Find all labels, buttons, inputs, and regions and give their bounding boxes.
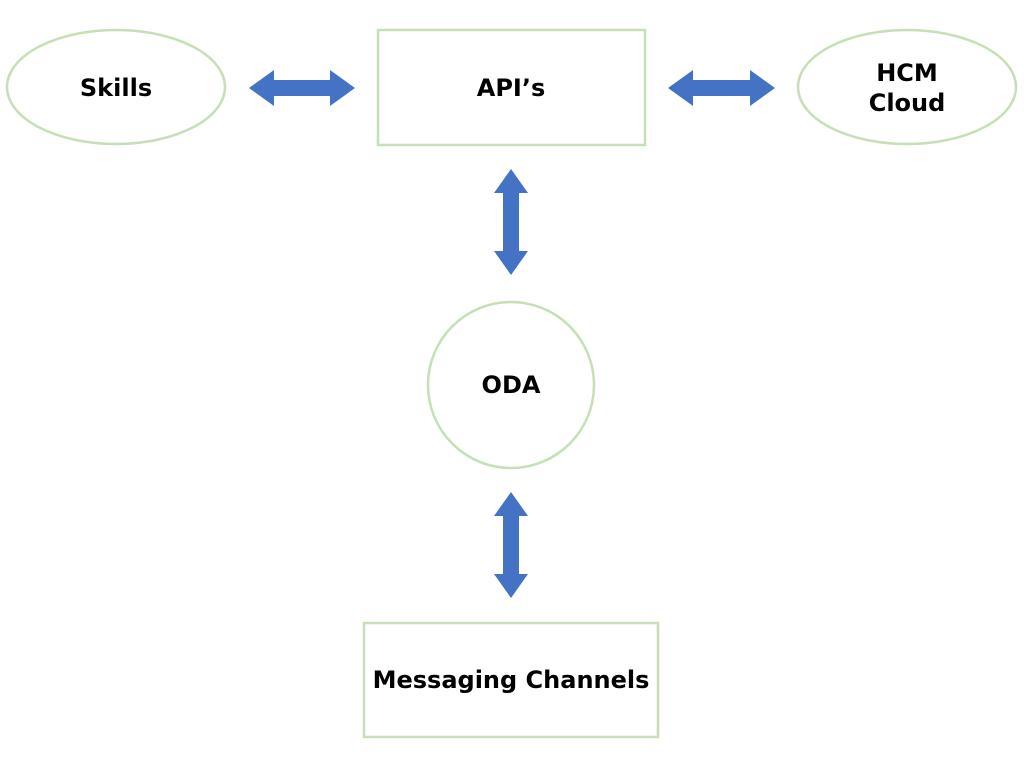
oda-node: ODA bbox=[426, 300, 596, 470]
oda-circle bbox=[426, 300, 596, 470]
hcm-cloud-ellipse bbox=[796, 28, 1018, 146]
double-headed-arrow-icon bbox=[668, 70, 775, 106]
skills-ellipse bbox=[5, 28, 227, 146]
skills-label: Skills bbox=[80, 74, 152, 102]
apis-node: API’s bbox=[376, 28, 647, 147]
double-headed-arrow-icon bbox=[249, 70, 355, 106]
double-headed-arrow-icon bbox=[494, 169, 528, 275]
oda-label: ODA bbox=[482, 371, 541, 399]
hcm-cloud-label-line1: HCM bbox=[876, 59, 938, 87]
hcm-cloud-node: HCM Cloud bbox=[796, 28, 1018, 146]
hcm-cloud-label-line2: Cloud bbox=[869, 89, 946, 117]
apis-rectangle bbox=[376, 28, 647, 147]
messaging-channels-label: Messaging Channels bbox=[373, 666, 650, 694]
messaging-channels-rectangle bbox=[362, 621, 660, 739]
double-headed-arrow-icon bbox=[494, 492, 528, 598]
skills-node: Skills bbox=[5, 28, 227, 146]
apis-label: API’s bbox=[477, 74, 546, 102]
messaging-channels-node: Messaging Channels bbox=[362, 621, 660, 739]
